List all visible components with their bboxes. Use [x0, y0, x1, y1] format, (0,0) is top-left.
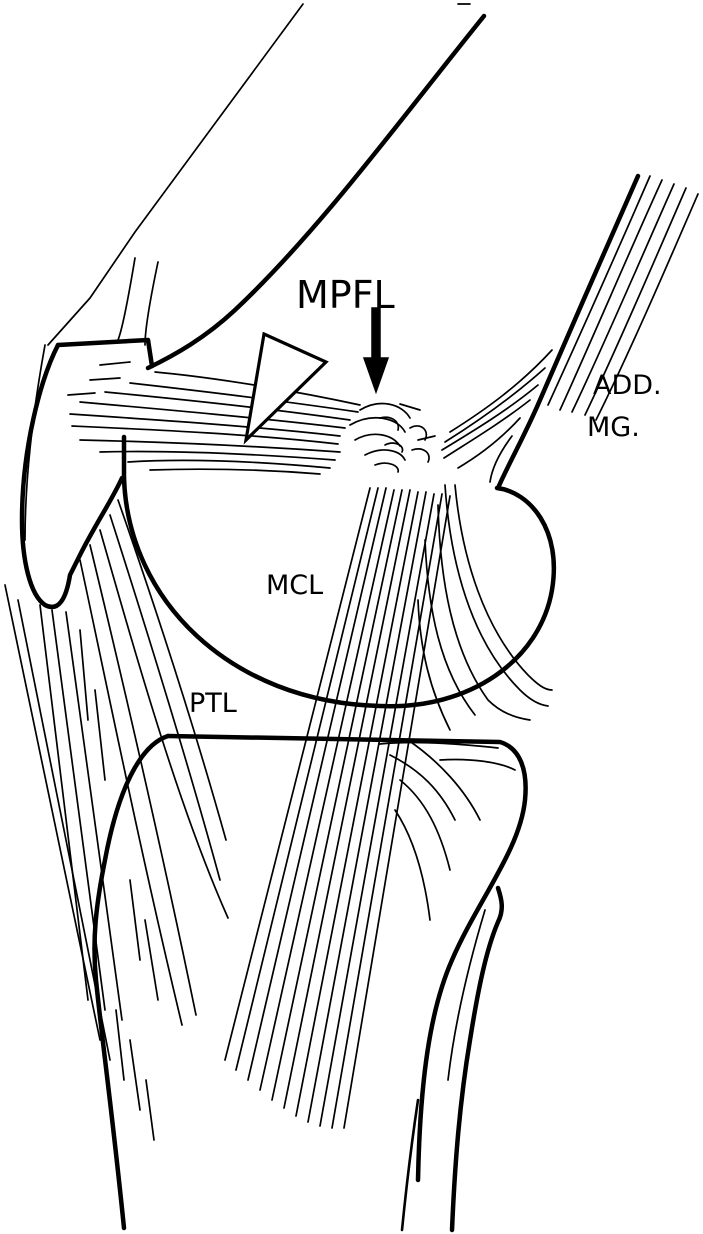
patella — [19, 257, 159, 610]
mpfl-label: MPFL — [296, 273, 395, 317]
down-arrow-icon — [362, 307, 390, 395]
magnus-label: MG. — [587, 412, 640, 443]
fibula-outline — [400, 885, 504, 1233]
adductor-label: ADD. — [593, 370, 662, 401]
mpfl-ligament-fibers — [67, 361, 436, 475]
femur-outline — [47, 3, 556, 709]
open-triangle-arrowhead-icon — [243, 331, 329, 445]
patellar-tendon-fibers — [4, 499, 229, 1141]
adductor-magnus-tendon — [441, 173, 699, 491]
ptl-label: PTL — [189, 688, 237, 719]
mcl-label: MCL — [266, 570, 324, 601]
